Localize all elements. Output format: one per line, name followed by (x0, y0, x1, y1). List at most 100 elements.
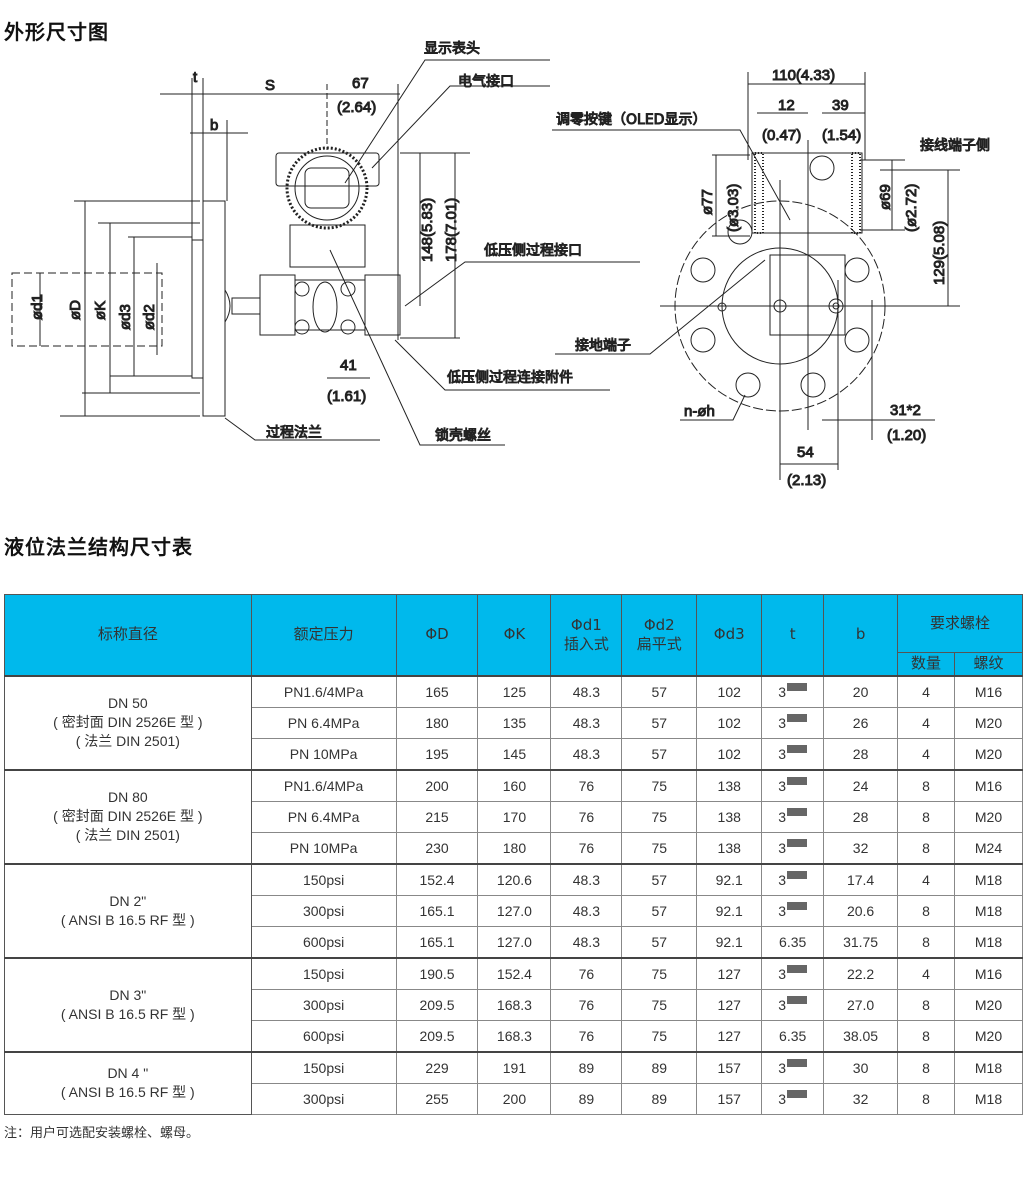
cell-value: 3 (778, 715, 787, 731)
nominal-diameter-line: ( 密封面 DIN 2526E 型 ) (53, 808, 203, 824)
cell-K: 125 (477, 674, 552, 708)
cell-value: 135 (502, 714, 527, 731)
dim-31: 31*2 (890, 402, 921, 419)
cell-d2: 57 (621, 925, 698, 958)
cell-value: 152.4 (419, 871, 455, 888)
nominal-diameter-cell: DN 50( 密封面 DIN 2526E 型 )( 法兰 DIN 2501) (4, 674, 252, 770)
cell-value: M20 (974, 714, 1003, 731)
header-phiD: ΦD (395, 594, 479, 676)
outline-dimension-drawing: ød1 øD øK ød3 ød2 t S 67 (2.64) b (0, 40, 1033, 500)
cell-value: 75 (651, 839, 668, 856)
cell-t: 3 (761, 956, 825, 990)
cell-qty: 8 (897, 1082, 955, 1115)
cell-value: 89 (651, 1090, 668, 1107)
cell-pressure: 600psi (250, 925, 397, 958)
cell-value: 3 (778, 1060, 787, 1076)
cell-D: 152.4 (395, 862, 479, 896)
cell-value: 31.75 (843, 933, 879, 950)
cell-D: 209.5 (395, 1019, 479, 1052)
nominal-diameter-line: DN 50 (107, 695, 148, 711)
dim-od3: ød3 (117, 304, 134, 330)
cell-D: 165.1 (395, 894, 479, 927)
cell-value: 57 (651, 902, 668, 919)
cell-value: 75 (651, 808, 668, 825)
dim-54-inch: (2.13) (787, 472, 826, 489)
cell-value: PN1.6/4MPa (283, 777, 364, 794)
cell-value: 89 (651, 1059, 668, 1076)
cell-value: 48.3 (572, 714, 600, 731)
cell-value: 92.1 (715, 933, 743, 950)
cell-value: 300psi (302, 996, 345, 1013)
cell-value: 48.3 (572, 745, 600, 762)
cell-value: 3 (778, 809, 787, 825)
dim-31-inch: (1.20) (887, 427, 926, 444)
nominal-diameter-line: ( 法兰 DIN 2501) (75, 733, 180, 749)
nominal-diameter-line: ( ANSI B 16.5 RF 型 ) (60, 1084, 195, 1100)
table-row: DN 80( 密封面 DIN 2526E 型 )( 法兰 DIN 2501) PN… (4, 768, 1024, 864)
callout-display-head: 显示表头 (424, 41, 480, 57)
cell-K: 191 (477, 1050, 552, 1084)
cell-value: 600psi (302, 1027, 345, 1044)
nominal-diameter-line: ( ANSI B 16.5 RF 型 ) (60, 911, 195, 928)
cell-value: 76 (578, 839, 595, 856)
cell-d3: 102 (696, 706, 763, 739)
cell-value: 138 (717, 777, 741, 794)
dim-129: 129(5.08) (931, 221, 948, 285)
cell-value: 160 (502, 777, 527, 794)
tolerance-mark-icon (787, 996, 808, 1004)
cell-b: 28 (823, 737, 899, 770)
cell-value: 20 (852, 683, 869, 700)
cell-value: 4 (922, 714, 930, 731)
tolerance-mark-icon (787, 839, 808, 847)
header-phiK: ΦK (477, 594, 552, 676)
cell-d2: 75 (621, 1019, 698, 1052)
cell-thread: M20 (953, 706, 1024, 739)
dim-12-inch: (0.47) (762, 127, 801, 144)
cell-value: M18 (974, 902, 1003, 919)
header-rated-pressure: 额定压力 (250, 594, 397, 676)
cell-qty: 4 (897, 956, 955, 990)
cell-pressure: 150psi (250, 1050, 397, 1084)
cell-value: 170 (502, 808, 527, 825)
cell-b: 22.2 (823, 956, 899, 990)
cell-d1: 48.3 (550, 706, 623, 739)
cell-value: 26 (852, 714, 869, 731)
cell-D: 229 (395, 1050, 479, 1084)
cell-value: M20 (974, 1027, 1003, 1044)
dim-oK: øK (92, 301, 109, 320)
cell-d2: 75 (621, 800, 698, 833)
cell-thread: M20 (953, 1019, 1024, 1052)
cell-value: 4 (922, 683, 930, 700)
cell-value: M20 (974, 808, 1003, 825)
cell-thread: M18 (953, 925, 1024, 958)
cell-value: 3 (778, 684, 787, 700)
cell-value: 300psi (302, 902, 345, 919)
cell-value: 102 (717, 745, 741, 762)
header-b: b (823, 594, 899, 676)
cell-d3: 127 (696, 1019, 763, 1052)
dim-t: t (193, 69, 198, 86)
cell-value: 3 (778, 1091, 787, 1107)
cell-d1: 76 (550, 988, 623, 1021)
cell-qty: 4 (897, 706, 955, 739)
cell-d1: 48.3 (550, 894, 623, 927)
cell-qty: 8 (897, 1050, 955, 1084)
cell-D: 190.5 (395, 956, 479, 990)
cell-d1: 76 (550, 1019, 623, 1052)
cell-qty: 8 (897, 800, 955, 833)
cell-K: 168.3 (477, 988, 552, 1021)
cell-value: 152.4 (496, 965, 532, 982)
nominal-diameter-cell: DN 80( 密封面 DIN 2526E 型 )( 法兰 DIN 2501) (4, 768, 252, 864)
cell-d1: 76 (550, 800, 623, 833)
cell-t: 6.35 (761, 925, 825, 958)
cell-value: 180 (502, 839, 527, 856)
tolerance-mark-icon (787, 683, 808, 691)
cell-value: 138 (717, 839, 741, 856)
cell-value: 215 (425, 808, 449, 825)
cell-qty: 8 (897, 831, 955, 864)
cell-value: 157 (717, 1090, 741, 1107)
